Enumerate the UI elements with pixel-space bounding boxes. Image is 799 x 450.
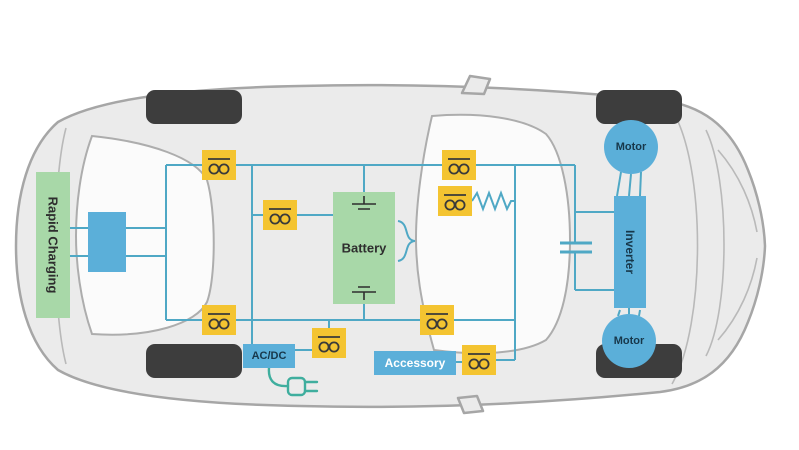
resistor-icon: [471, 190, 515, 212]
fuse-icon-8: [461, 344, 497, 376]
wheel-rear-right: [146, 344, 242, 378]
capacitor-icon: [560, 241, 592, 254]
wire-three-phase-bottom: [617, 308, 641, 317]
rapid-charging-module: [36, 172, 70, 318]
wire-rapid-charger: [70, 164, 202, 321]
charger-module: [88, 212, 126, 272]
wheel-front-left: [596, 90, 682, 124]
front-inner-line: [705, 129, 725, 357]
motor-bottom-label: Motor: [614, 335, 645, 347]
fuse-icon-4: [311, 327, 347, 359]
battery-cell-symbol-bottom: [352, 286, 376, 300]
side-mirror-top-icon: [460, 74, 492, 96]
accessory-label: Accessory: [385, 356, 446, 370]
battery-terminal-brace-icon: [397, 220, 416, 262]
wheel-rear-left: [146, 90, 242, 124]
motor-top: [604, 120, 658, 174]
wire-left-drop: [251, 165, 333, 344]
fuse-icon-5: [441, 149, 477, 181]
wiring-harness: [70, 164, 642, 363]
wire-bottom-bus: [236, 319, 515, 351]
fuse-icon-3: [201, 304, 237, 336]
nose-crease-top: [717, 149, 758, 233]
wire-right-vertical: [456, 165, 516, 363]
front-hood-line: [671, 109, 699, 385]
side-mirror-bottom-icon: [456, 394, 485, 415]
accessory-module: [374, 351, 456, 375]
wire-three-phase-top: [616, 171, 642, 197]
acdc-label: AC/DC: [252, 350, 287, 362]
rear-cabin-area: [74, 134, 215, 336]
nose-crease-bottom: [717, 257, 758, 341]
battery-module: [333, 192, 395, 304]
fuse-icon-6: [437, 185, 473, 217]
battery-cell-symbol-top: [352, 196, 376, 210]
fuse-icon-2: [262, 199, 298, 231]
fuse-icon-1: [201, 149, 237, 181]
fuse-icon-7: [419, 304, 455, 336]
rapid-charging-label: Rapid Charging: [46, 197, 61, 294]
motor-top-label: Motor: [616, 141, 647, 153]
wire-hv-bus: [574, 165, 614, 291]
battery-label: Battery: [342, 241, 388, 256]
motor-bottom: [602, 314, 656, 368]
inverter-module: [614, 196, 646, 308]
acdc-converter-module: [243, 344, 295, 368]
inverter-label: Inverter: [623, 230, 637, 274]
power-plug-icon: [267, 366, 319, 397]
